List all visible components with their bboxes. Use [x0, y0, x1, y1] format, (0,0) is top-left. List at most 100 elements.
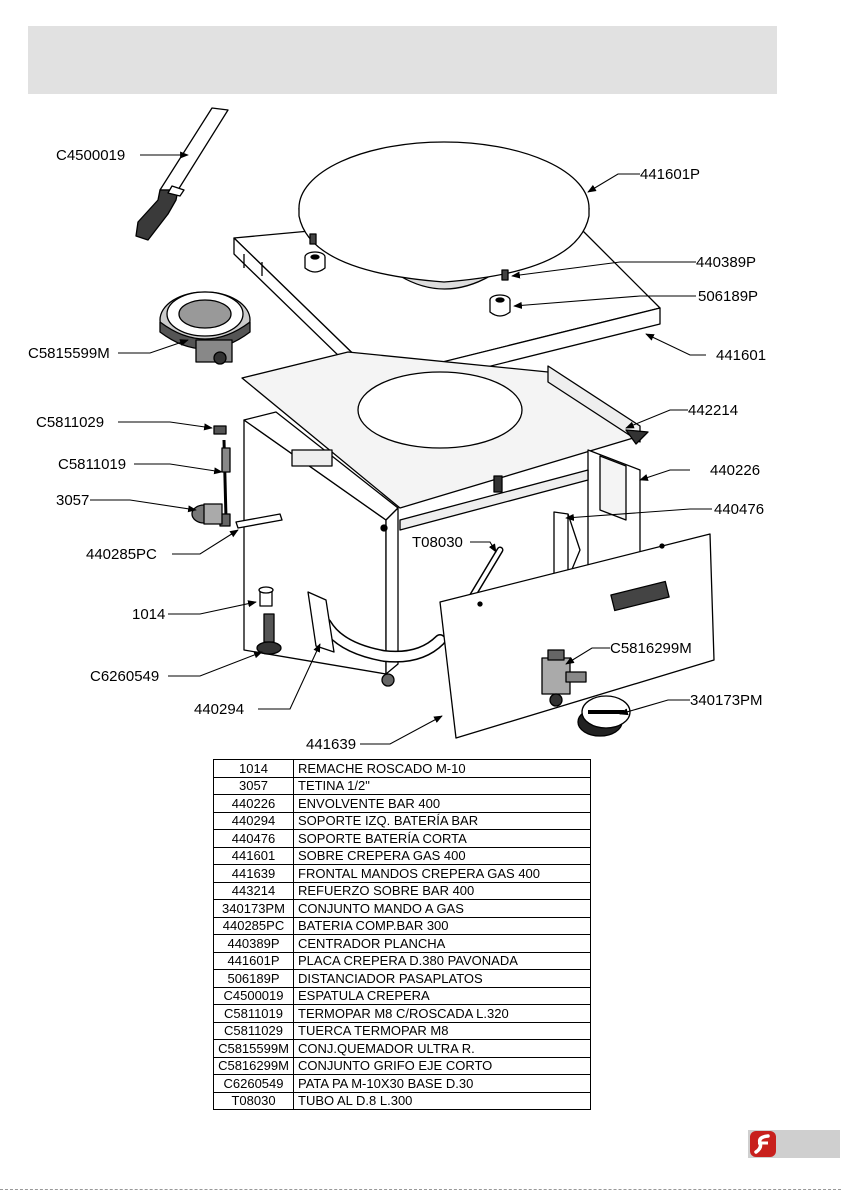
gas-tube-part: [320, 546, 504, 663]
callout-442214: 442214: [688, 402, 738, 419]
part-code: 441601P: [213, 951, 294, 970]
part-code: 441601: [213, 846, 294, 865]
part-code: 440476: [213, 829, 294, 848]
part-description: TERMOPAR M8 C/ROSCADA L.320: [293, 1004, 591, 1023]
part-description: DISTANCIADOR PASAPLATOS: [293, 969, 591, 988]
part-code: C5811019: [213, 1004, 294, 1023]
gas-valve-part: [541, 649, 587, 707]
left-support-part: [307, 591, 335, 653]
header-band: [28, 26, 777, 94]
gas-battery-part: [235, 513, 283, 529]
callout-340173pm: 340173PM: [690, 692, 763, 709]
part-description: SOBRE CREPERA GAS 400: [293, 846, 591, 865]
callout-3057: 3057: [56, 492, 89, 509]
part-description: TUBO AL D.8 L.300: [293, 1091, 591, 1110]
part-code: 1014: [213, 759, 294, 778]
brand-mark-icon: [750, 1131, 776, 1157]
part-description: PATA PA M-10X30 BASE D.30: [293, 1074, 591, 1093]
callout-440226: 440226: [710, 462, 760, 479]
callout-c6260549: C6260549: [90, 668, 159, 685]
callout-c5815599m: C5815599M: [28, 345, 110, 362]
part-code: 440285PC: [213, 916, 294, 935]
right-support-part: [553, 511, 581, 577]
front-panel-part: [439, 533, 715, 739]
part-code: 443214: [213, 881, 294, 900]
centering-pins: [304, 233, 511, 317]
part-code: 506189P: [213, 969, 294, 988]
callout-c5816299m: C5816299M: [610, 640, 692, 657]
callout-441601: 441601: [716, 347, 766, 364]
spatula-part: [135, 107, 229, 241]
part-description: TETINA 1/2": [293, 776, 591, 795]
part-code: C6260549: [213, 1074, 294, 1093]
part-description: PLACA CREPERA D.380 PAVONADA: [293, 951, 591, 970]
part-description: BATERIA COMP.BAR 300: [293, 916, 591, 935]
part-code: C4500019: [213, 986, 294, 1005]
nipple-fitting-part: [191, 503, 223, 525]
callout-c4500019: C4500019: [56, 147, 125, 164]
foot-part: [256, 613, 282, 655]
part-description: ENVOLVENTE BAR 400: [293, 794, 591, 813]
part-code: C5815599M: [213, 1039, 294, 1058]
part-description: SOPORTE BATERÍA CORTA: [293, 829, 591, 848]
callout-506189p: 506189P: [698, 288, 758, 305]
callout-c5811019: C5811019: [58, 456, 126, 473]
part-description: REMACHE ROSCADO M-10: [293, 759, 591, 778]
callout-t08030: T08030: [412, 534, 463, 551]
frame-top-part: [241, 351, 649, 509]
part-description: CONJUNTO GRIFO EJE CORTO: [293, 1056, 591, 1075]
part-description: ESPATULA CREPERA: [293, 986, 591, 1005]
brand-logo: [748, 1130, 840, 1158]
callout-1014: 1014: [132, 606, 165, 623]
part-description: TUERCA TERMOPAR M8: [293, 1021, 591, 1040]
part-code: 440389P: [213, 934, 294, 953]
burner-part: [159, 291, 251, 365]
crepe-plate-part: [298, 141, 590, 290]
part-description: CONJ.QUEMADOR ULTRA R.: [293, 1039, 591, 1058]
part-code: T08030: [213, 1091, 294, 1110]
part-code: 441639: [213, 864, 294, 883]
part-code: 440294: [213, 811, 294, 830]
part-description: SOPORTE IZQ. BATERÍA BAR: [293, 811, 591, 830]
thermocouple-part: [213, 425, 231, 527]
rivet-part: [258, 586, 274, 607]
part-code: 340173PM: [213, 899, 294, 918]
page-cut-line: [0, 1189, 841, 1190]
part-description: FRONTAL MANDOS CREPERA GAS 400: [293, 864, 591, 883]
callout-441639: 441639: [306, 736, 356, 753]
callout-441601p: 441601P: [640, 166, 700, 183]
exploded-view-diagram: C4500019 441601P 440389P 506189P C581559…: [28, 107, 766, 753]
part-description: CONJUNTO MANDO A GAS: [293, 899, 591, 918]
part-code: 440226: [213, 794, 294, 813]
part-description: CENTRADOR PLANCHA: [293, 934, 591, 953]
part-description: REFUERZO SOBRE BAR 400: [293, 881, 591, 900]
body-enclosure-part: [243, 411, 641, 687]
callout-440294: 440294: [194, 701, 244, 718]
part-code: C5811029: [213, 1021, 294, 1040]
callout-c5811029: C5811029: [36, 414, 104, 431]
callout-440285pc: 440285PC: [86, 546, 157, 563]
callout-440476: 440476: [714, 501, 764, 518]
part-code: 3057: [213, 776, 294, 795]
callout-440389p: 440389P: [696, 254, 756, 271]
